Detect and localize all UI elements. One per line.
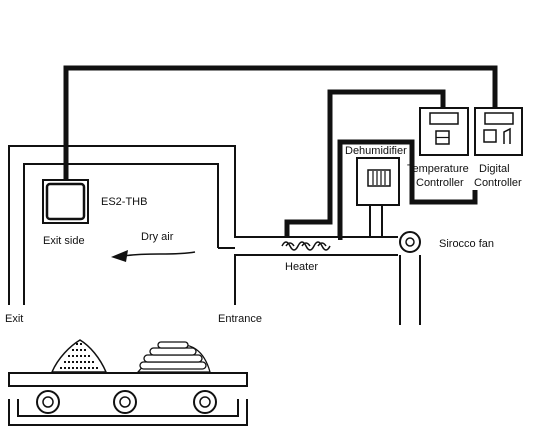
lumber-cart <box>8 372 248 426</box>
label-dry-air: Dry air <box>141 231 174 243</box>
cable-sensor-to-controller <box>63 65 498 180</box>
rail-track <box>8 399 248 426</box>
labels: ES2-THB Exit side Dry air Dehumidifier T… <box>5 145 522 325</box>
lumber-pile-left <box>50 339 108 373</box>
label-heater: Heater <box>285 261 318 273</box>
sirocco-fan <box>399 231 421 253</box>
label-entrance: Entrance <box>218 313 262 325</box>
lumber-pile-right <box>136 341 211 373</box>
label-controller-digital: Controller <box>474 177 522 189</box>
signal-cables <box>63 65 498 240</box>
chamber-outer <box>8 145 398 305</box>
cart-wheels <box>36 390 217 414</box>
label-exit-side: Exit side <box>43 235 85 247</box>
chamber-inner <box>23 163 219 305</box>
label-digital: Digital <box>479 163 510 175</box>
heater-coil <box>278 238 338 251</box>
label-sirocco-fan: Sirocco fan <box>439 238 494 250</box>
dry-air-arrow <box>111 250 196 262</box>
es2-sensor <box>42 179 89 224</box>
temperature-controller-unit <box>419 107 469 156</box>
label-es2-thb: ES2-THB <box>101 196 147 208</box>
cable-temperature-to-heater <box>284 89 446 240</box>
label-controller-temperature: Controller <box>416 177 464 189</box>
label-exit: Exit <box>5 313 23 325</box>
duct-walls <box>8 145 421 325</box>
digital-controller-unit <box>474 107 523 156</box>
label-temperature: Temperature <box>407 163 469 175</box>
dehumidifier-unit <box>356 157 400 206</box>
label-dehumidifier: Dehumidifier <box>345 145 407 157</box>
cable-digital-to-heater <box>337 139 478 240</box>
cart-platform <box>8 372 248 387</box>
duct-lower-wall <box>234 254 398 305</box>
